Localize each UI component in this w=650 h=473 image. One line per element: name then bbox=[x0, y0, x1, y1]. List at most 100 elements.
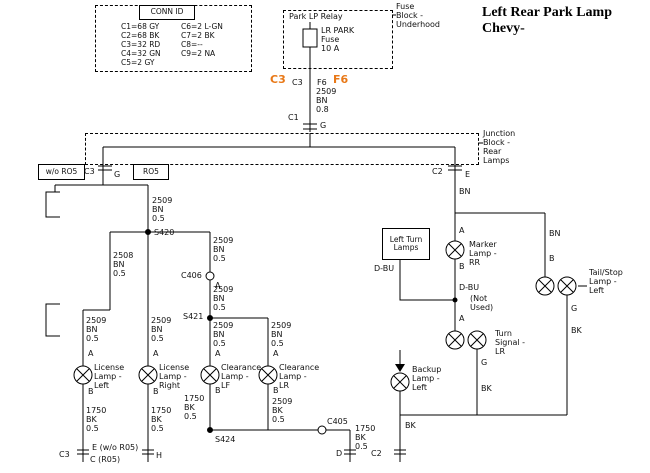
wires-group bbox=[45, 14, 587, 462]
splice-s424-label: S424 bbox=[215, 435, 236, 444]
wire-right-side bbox=[394, 163, 568, 462]
lamp-label-marker-rr: Marker Lamp - RR bbox=[469, 240, 497, 267]
connector-c1-label: C1 bbox=[288, 113, 299, 122]
wire-license-right-ground bbox=[142, 384, 154, 462]
fuse-block-underhood-label: Fuse Block - Underhood bbox=[396, 2, 441, 29]
junction-block-label: Junction Block - Rear Lamps bbox=[483, 129, 516, 165]
pin-bottom-d: D bbox=[336, 449, 343, 458]
lamp-label-tail-stop: Tail/Stop Lamp - Left bbox=[589, 268, 623, 295]
option-wo-ro5-label: w/o RO5 bbox=[45, 166, 78, 176]
clearance-lf-lamp-symbol bbox=[200, 365, 220, 385]
lamp-label-clearance-lf: Clearance Lamp - LF bbox=[221, 363, 262, 390]
wire-license-left-ground bbox=[77, 384, 89, 462]
wire-label-c405-gnd: 1750 BK 0.5 bbox=[355, 424, 376, 451]
wire-label-bn-tail: BN bbox=[549, 229, 561, 238]
wire-label-bk-turn: BK bbox=[481, 384, 492, 393]
connector-c1-ticks bbox=[303, 123, 317, 130]
lamp-label-backup: Backup Lamp - Left bbox=[412, 365, 442, 392]
license-right-lamp-symbol bbox=[138, 365, 158, 385]
pin-license-right-a: A bbox=[153, 349, 159, 358]
grid-ref-f6-small: F6 bbox=[317, 78, 327, 87]
connector-jb-c3-pin: G bbox=[114, 170, 121, 179]
tail-stop-lamp-symbol bbox=[535, 276, 577, 296]
wire-label-clearance-lf-feed: 2509 BN 0.5 bbox=[213, 321, 234, 348]
arrow-backup-feed bbox=[395, 364, 405, 372]
option-ro5-box: RO5 bbox=[133, 164, 169, 180]
junction-block-box bbox=[85, 133, 479, 165]
conn-row2-left: C2=68 BK bbox=[121, 31, 160, 40]
option-ro5-label: RO5 bbox=[143, 166, 159, 176]
pin-clearance-lr-b: B bbox=[273, 386, 279, 395]
backup-lamp-symbol bbox=[390, 372, 410, 392]
wire-label-feed-ro5: 2509 BN 0.5 bbox=[152, 196, 173, 223]
pin-bottom-h: H bbox=[156, 451, 163, 460]
ground-bracket-lower bbox=[45, 303, 60, 337]
connector-bottom-c2-label: C2 bbox=[371, 449, 382, 458]
wire-label-feed-main: 2509 BN 0.8 bbox=[316, 87, 337, 114]
wire-junction-internal bbox=[102, 133, 456, 163]
wire-label-license-right-gnd: 1750 BK 0.5 bbox=[151, 406, 172, 433]
pin-license-left-b: B bbox=[88, 387, 94, 396]
wire-label-license-left-gnd: 1750 BK 0.5 bbox=[86, 406, 107, 433]
conn-row1-left: C1=68 GY bbox=[121, 22, 160, 31]
fuse-label: LR PARK Fuse 10 A bbox=[321, 26, 355, 53]
turn-signal-lamp-symbol bbox=[445, 330, 487, 350]
pin-clearance-lf-a: A bbox=[215, 349, 221, 358]
connector-jb-c3-label: C3 bbox=[84, 167, 95, 176]
connector-jb-c3-ticks bbox=[98, 165, 112, 171]
pin-license-left-a: A bbox=[88, 349, 94, 358]
park-lp-relay-label: Park LP Relay bbox=[289, 12, 343, 21]
splice-s420-dot bbox=[145, 229, 151, 235]
pin-marker-a: A bbox=[459, 226, 465, 235]
lamp-label-license-right: License Lamp - Right bbox=[159, 363, 190, 390]
wire-label-2508: 2508 BN 0.5 bbox=[113, 251, 134, 278]
connector-c405-label: C405 bbox=[327, 417, 348, 426]
wire-label-license-left-feed: 2509 BN 0.5 bbox=[86, 316, 107, 343]
conn-row4-left: C4=32 GN bbox=[121, 49, 161, 58]
conn-id-header-box: CONN ID bbox=[139, 5, 195, 20]
wire-label-clearance-lr-feed: 2509 BN 0.5 bbox=[271, 321, 292, 348]
grid-ref-f6-link[interactable]: F6 bbox=[333, 73, 349, 86]
wire-ground-bus-mid bbox=[209, 384, 356, 462]
wire-label-clearance-lf-gnd: 1750 BK 0.5 bbox=[184, 394, 205, 421]
connector-bottom-c3-label: C3 bbox=[59, 450, 70, 459]
pin-bottom-e: E (w/o R05) bbox=[92, 443, 139, 452]
connector-c406-symbol bbox=[205, 271, 215, 281]
conn-row1-right: C6=2 L-GN bbox=[181, 22, 223, 31]
note-not-used: (Not Used) bbox=[470, 294, 494, 312]
fuse-symbol bbox=[302, 28, 318, 48]
junction-dot-dbu bbox=[452, 297, 458, 303]
conn-row3-left: C3=32 RD bbox=[121, 40, 161, 49]
wire-label-bn-right: BN bbox=[459, 187, 471, 196]
splice-s424-dot bbox=[207, 427, 213, 433]
splice-s420-label: S420 bbox=[154, 228, 175, 237]
splice-s421-dot bbox=[207, 315, 213, 321]
conn-id-title: CONN ID bbox=[150, 7, 184, 17]
wire-label-clearance-lr-gnd: 2509 BK 0.5 bbox=[272, 397, 293, 424]
left-turn-lamps-box: Left Turn Lamps bbox=[382, 228, 430, 260]
pin-tail-b: B bbox=[549, 254, 555, 263]
wire-label-bk-tail: BK bbox=[571, 326, 582, 335]
wire-label-dbu-right: D-BU bbox=[459, 283, 480, 292]
wire-left-split bbox=[54, 163, 149, 366]
page-subtitle: Chevy- bbox=[482, 21, 525, 36]
pin-turn-a: A bbox=[459, 314, 465, 323]
clearance-lr-lamp-symbol bbox=[258, 365, 278, 385]
fuse-block-box bbox=[283, 10, 393, 69]
wire-label-dbu-left: D-BU bbox=[374, 264, 395, 273]
left-turn-lamps-label: Left Turn Lamps bbox=[389, 234, 423, 252]
page-title: Left Rear Park Lamp bbox=[482, 5, 612, 20]
conn-row2-right: C7=2 BK bbox=[181, 31, 215, 40]
wire-mid-feed bbox=[209, 232, 269, 366]
conn-row5-left: C5=2 GY bbox=[121, 58, 155, 67]
pin-turn-g: G bbox=[481, 358, 488, 367]
grid-ref-c3-link[interactable]: C3 bbox=[270, 73, 286, 86]
pin-clearance-lr-a: A bbox=[273, 349, 279, 358]
pin-license-right-b: B bbox=[153, 387, 159, 396]
pin-marker-b: B bbox=[459, 262, 465, 271]
marker-rr-lamp-symbol bbox=[445, 240, 465, 260]
ground-bracket-upper bbox=[45, 191, 60, 218]
pin-bottom-c: C (R05) bbox=[90, 455, 121, 464]
